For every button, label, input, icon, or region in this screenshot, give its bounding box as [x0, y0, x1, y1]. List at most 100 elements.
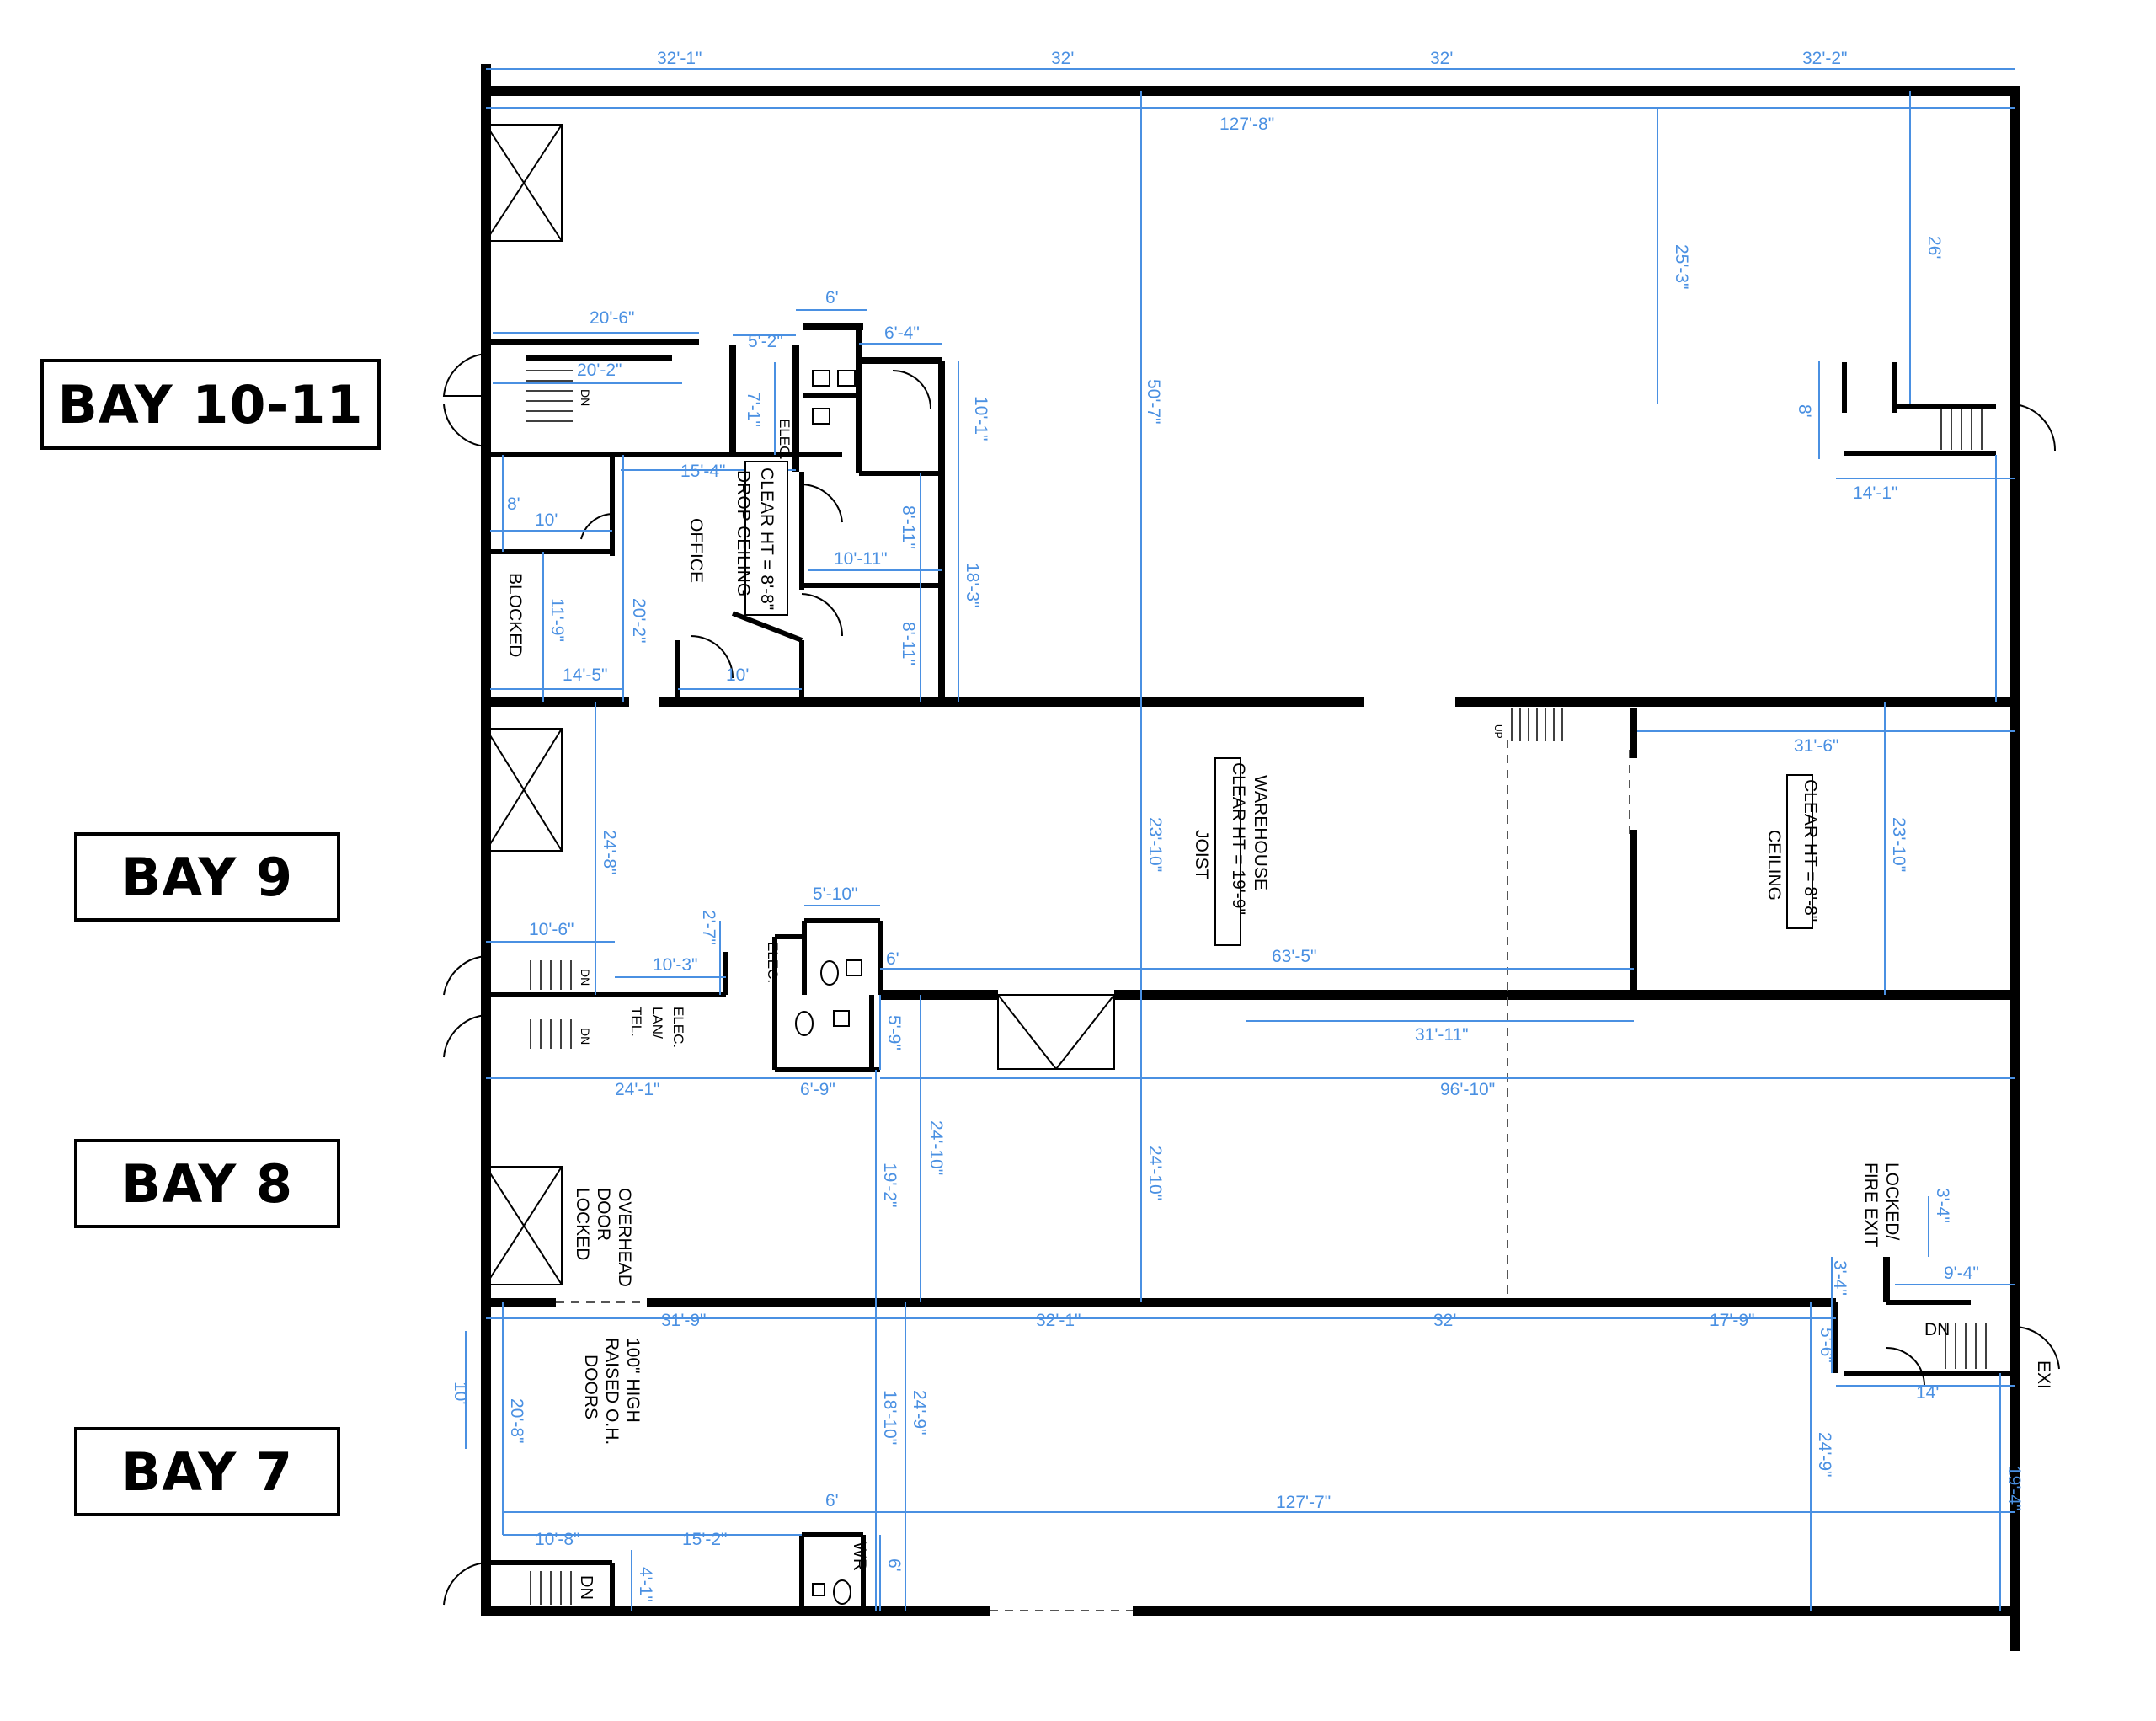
dim-17-9: 17'-9" — [1710, 1311, 1755, 1330]
label-dn-5: DN — [1924, 1320, 1950, 1339]
label-dn-2: DN — [579, 969, 592, 986]
dim-24-9b: 24'-9" — [1815, 1432, 1834, 1478]
dim-6c: 6' — [825, 1491, 839, 1510]
dim-20-6: 20'-6" — [590, 308, 635, 328]
toilet-3 — [812, 408, 830, 425]
dim-top-4: 32'-2" — [1802, 49, 1848, 68]
dim-15-4: 15'-4" — [680, 462, 726, 481]
fixtures — [795, 370, 862, 1605]
dim-25-3: 25'-3" — [1672, 244, 1691, 290]
dim-96-10: 96'-10" — [1440, 1080, 1495, 1099]
label-elec-lan-3: TEL. — [628, 1007, 644, 1037]
door-bay9-left — [443, 955, 487, 996]
dim-26: 26' — [1924, 236, 1944, 259]
dim-127-7: 127'-7" — [1276, 1493, 1331, 1512]
sink-2 — [833, 1010, 850, 1027]
dim-24-10a: 24'-10" — [926, 1120, 946, 1175]
dim-10a: 10' — [535, 510, 558, 530]
dim-24-8: 24'-8" — [600, 830, 619, 875]
stair-bay7 — [530, 1571, 572, 1605]
dim-8-left: 8' — [507, 494, 520, 514]
label-elec-mid: ELEC. — [765, 942, 781, 983]
label-up: UP — [1492, 724, 1504, 739]
dim-5-10: 5'-10" — [813, 885, 858, 904]
dim-top-3: 32' — [1430, 49, 1453, 68]
bay-label-10-11: BAY 10-11 — [40, 359, 381, 450]
label-overhead-2: DOOR — [594, 1188, 613, 1241]
dim-20-2a: 20'-2" — [577, 361, 622, 380]
dimension-lines — [465, 68, 2015, 1611]
toilet-2 — [837, 370, 856, 387]
door-fire-exit — [1886, 1347, 1925, 1387]
dim-10-8: 10'-8" — [535, 1530, 580, 1549]
overhead-door-bay10 — [485, 124, 563, 242]
label-ceiling-ht: CLEAR HT = 8'-8" — [1801, 779, 1820, 922]
dim-15-2: 15'-2" — [682, 1530, 728, 1549]
dimension-labels: 32'-1" 32' 32' 32'-2" 127'-8" 25'-3" 26'… — [451, 49, 2024, 1602]
dim-14-1: 14'-1" — [1853, 484, 1898, 503]
dim-31-11: 31'-11" — [1415, 1025, 1469, 1045]
label-elec-top: ELEC. — [776, 419, 792, 460]
label-blocked: BLOCKED — [505, 573, 525, 657]
door-office-2 — [801, 484, 843, 523]
dim-5-2: 5'-2" — [748, 332, 783, 351]
label-overhead-1: OVERHEAD — [615, 1188, 634, 1287]
dim-50-7: 50'-7" — [1144, 379, 1163, 425]
dim-5-9: 5'-9" — [884, 1015, 904, 1050]
doors — [442, 353, 2060, 1606]
dim-18-10: 18'-10" — [880, 1390, 899, 1445]
dim-10-6: 10'-6" — [529, 920, 574, 939]
overhead-doors — [485, 124, 1115, 1285]
label-drop-ceiling-1: CLEAR HT = 8'-8" — [757, 468, 776, 610]
bay-label-7: BAY 7 — [74, 1427, 340, 1516]
label-dn-4: DN — [577, 1575, 595, 1600]
door-right-bay7 — [2015, 1326, 2060, 1370]
ceiling-ht-box — [1786, 774, 1813, 929]
dim-5-6: 5'-6" — [1817, 1328, 1836, 1363]
label-exit: EXI — [2034, 1360, 2053, 1389]
dim-6d: 6' — [884, 1558, 904, 1572]
door-office-1 — [690, 635, 734, 679]
room-labels: OFFICE BLOCKED CLEAR HT = 8'-8" DROP CEI… — [505, 389, 2053, 1600]
label-office: OFFICE — [686, 518, 706, 583]
stair-right-bay10 — [1940, 409, 1983, 450]
bay-label-9: BAY 9 — [74, 832, 340, 922]
toilet-1 — [812, 370, 830, 387]
dim-23-10a: 23'-10" — [1145, 817, 1165, 872]
dim-63-5: 63'-5" — [1272, 947, 1317, 966]
dim-10-11: 10'-11" — [834, 549, 888, 569]
door-right-bay10 — [2015, 404, 2057, 452]
door-toilet — [892, 370, 931, 409]
dim-11-9: 11'-9" — [547, 598, 567, 642]
dim-3-4a: 3'-4" — [1933, 1188, 1952, 1223]
label-raised-3: DOORS — [581, 1355, 600, 1419]
door-office-3 — [801, 593, 844, 637]
label-dn-1: DN — [579, 389, 592, 406]
dim-3-4b: 3'-4" — [1830, 1260, 1849, 1296]
label-locked-2: FIRE EXIT — [1861, 1162, 1881, 1248]
label-overhead-3: LOCKED — [573, 1188, 592, 1260]
dim-6: 6' — [825, 288, 839, 307]
label-raised-1: 100" HIGH — [623, 1338, 643, 1423]
stair-fire-exit — [1945, 1323, 1987, 1369]
dim-23-10b: 23'-10" — [1889, 817, 1908, 872]
drop-ceiling-box — [744, 461, 788, 616]
dim-8-11a: 8'-11" — [899, 505, 918, 549]
dim-top-1: 32'-1" — [657, 49, 702, 68]
door-bay10-left — [442, 353, 487, 397]
toilet-4 — [820, 960, 839, 986]
label-warehouse-joist: JOIST — [1192, 830, 1211, 880]
dim-32b: 32' — [1433, 1311, 1456, 1330]
dim-19-2: 19'-2" — [880, 1162, 899, 1208]
dim-31-6: 31'-6" — [1794, 736, 1839, 756]
warehouse-ht-box — [1214, 757, 1241, 946]
dim-8-right: 8' — [1795, 404, 1814, 418]
label-ceiling: CEILING — [1764, 830, 1784, 901]
sink-1 — [846, 959, 862, 976]
label-dn-3: DN — [579, 1028, 592, 1045]
dim-8-11b: 8'-11" — [899, 622, 918, 665]
stairs — [526, 370, 1987, 1605]
office-diag — [731, 611, 803, 643]
dim-2-7: 2'-7" — [699, 910, 718, 945]
dim-10b: 10' — [726, 665, 749, 685]
